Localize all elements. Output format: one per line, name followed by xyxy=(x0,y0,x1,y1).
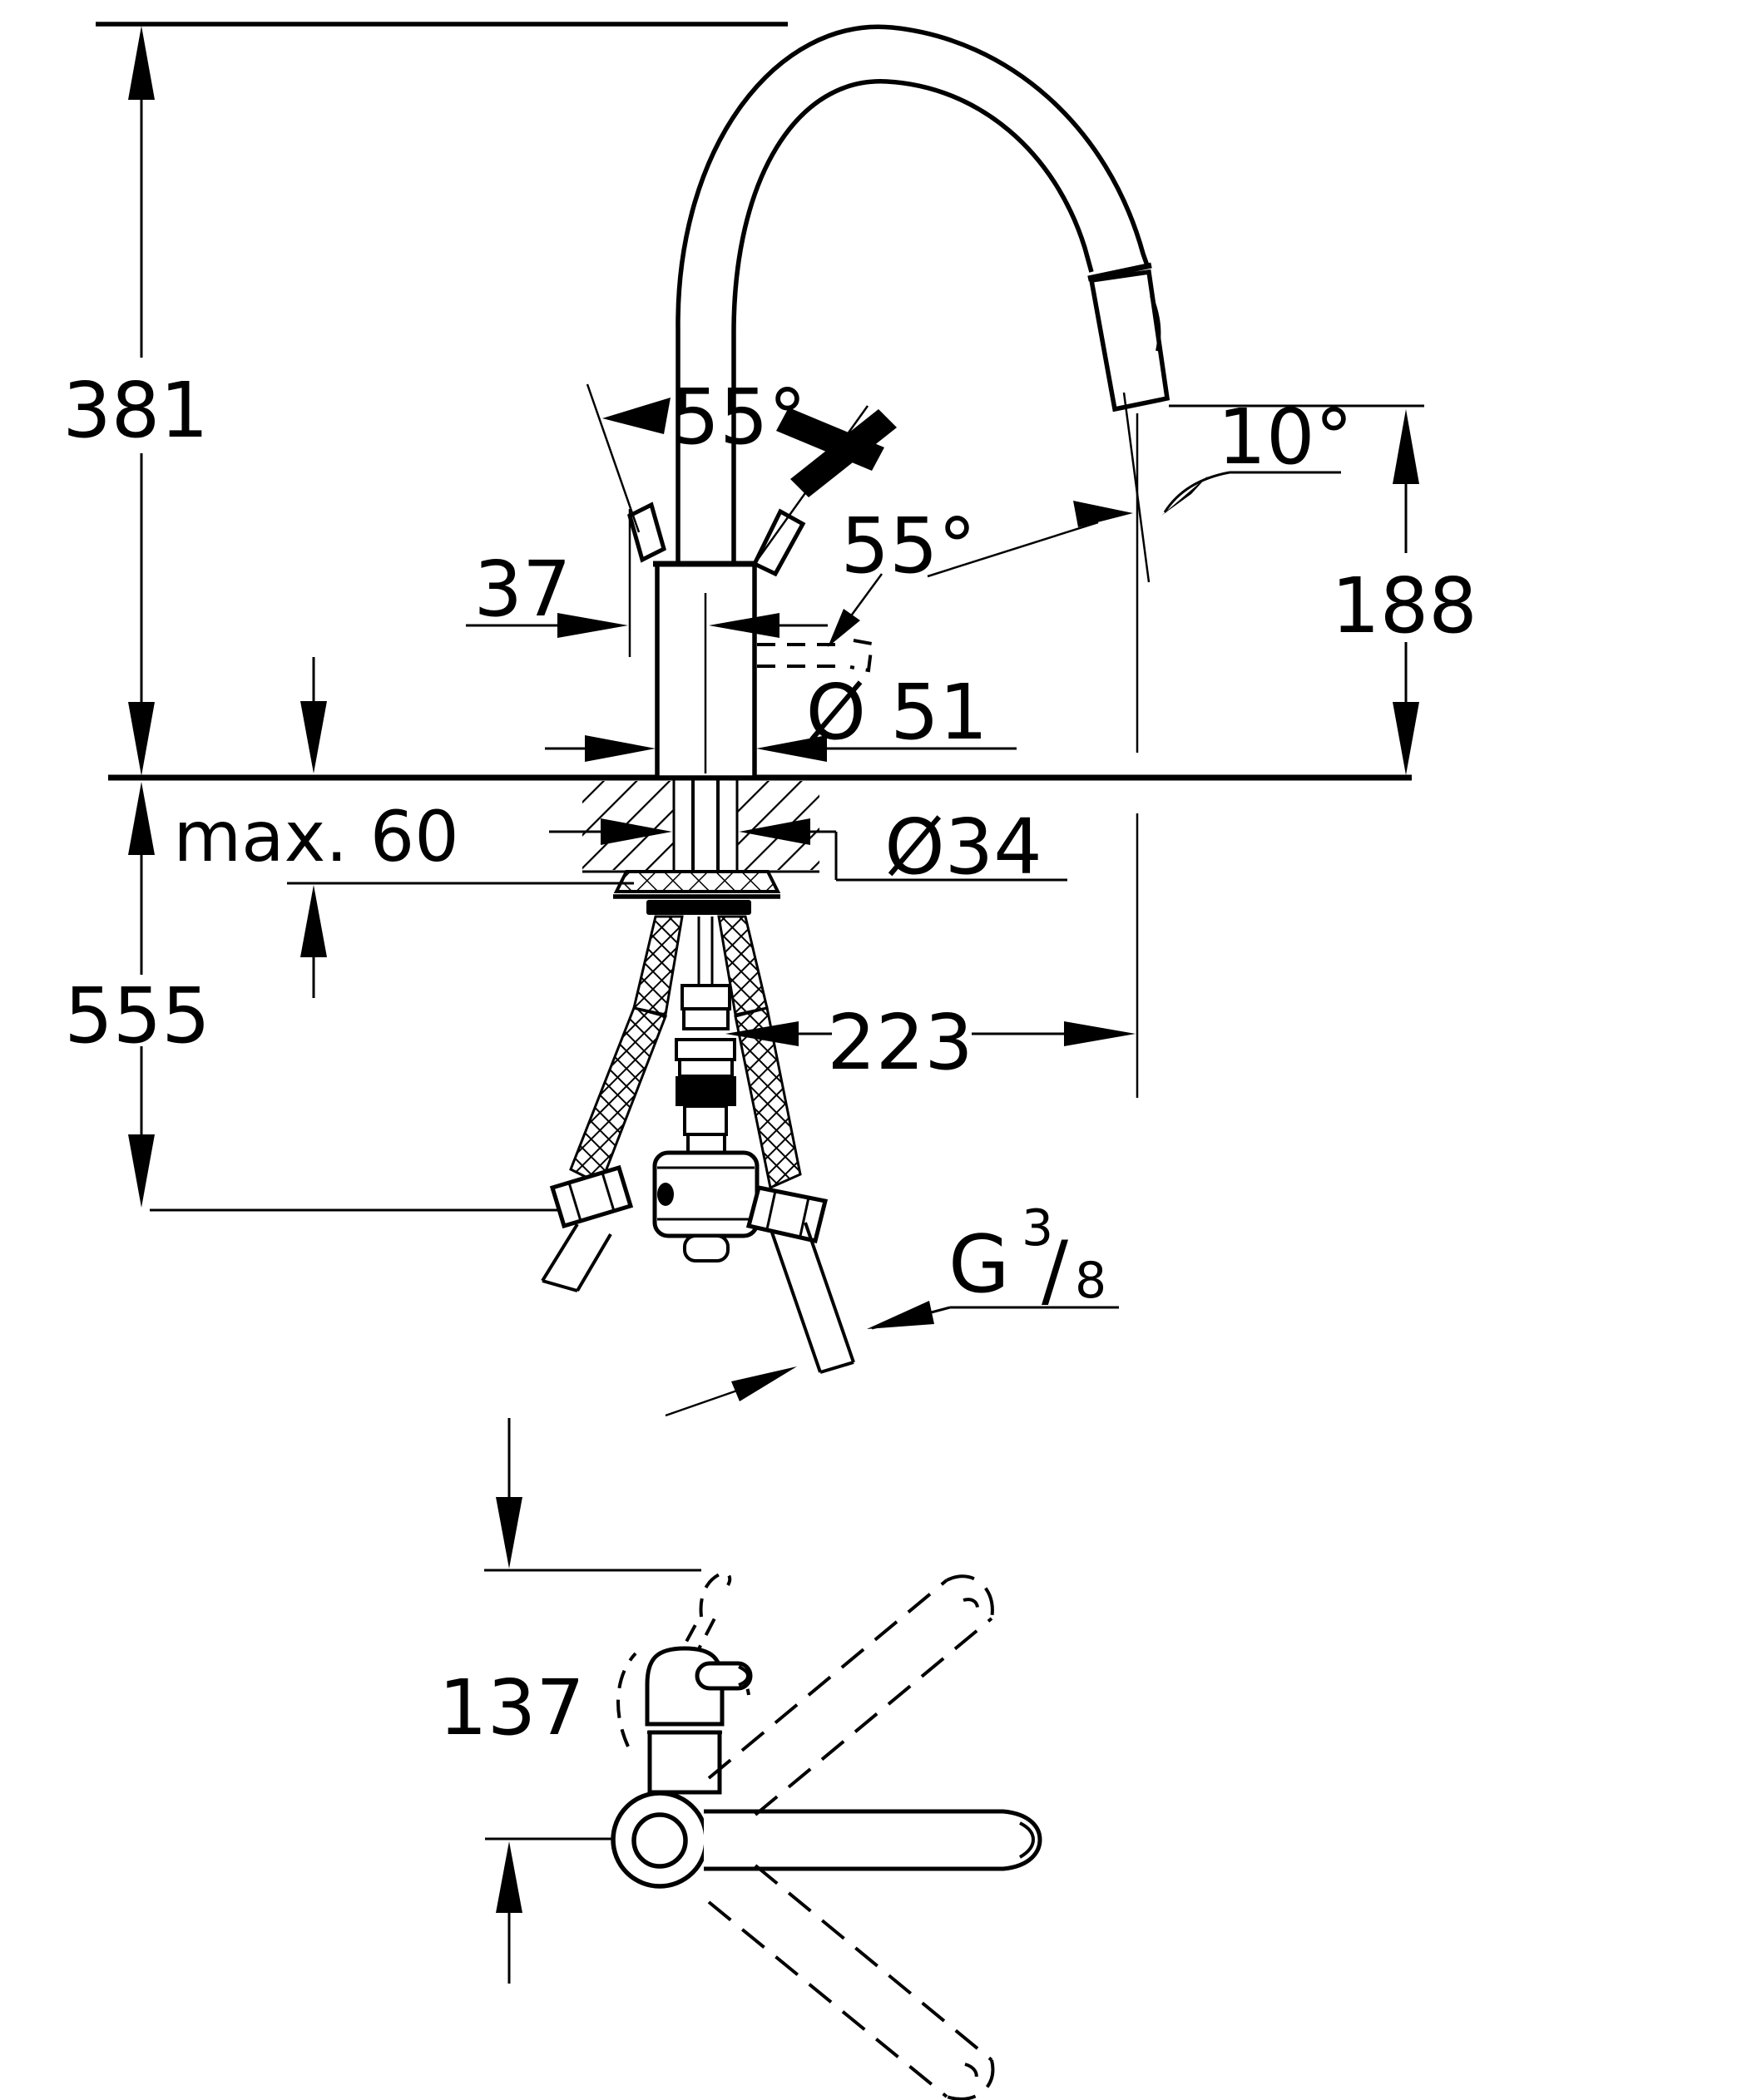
pullout-hose-connector xyxy=(675,984,736,1154)
plan-handle-dome xyxy=(645,1646,753,1795)
supply-hose-braid-left xyxy=(632,915,684,1016)
plan-view: 137 xyxy=(438,1418,1042,2100)
dim-label-55deg-side: 55° xyxy=(840,502,976,590)
check-valve xyxy=(652,1150,760,1262)
pullout-spray-head xyxy=(1088,269,1170,413)
dimension-d34: Ø34 xyxy=(549,803,1067,892)
mounting-washer xyxy=(613,870,781,893)
dimension-137: 137 xyxy=(438,1418,701,1984)
check-valve-nipple xyxy=(683,1234,730,1262)
dim-label-d51: Ø 51 xyxy=(806,668,988,757)
dim-label-10deg: 10° xyxy=(1217,393,1353,482)
dim-label-381: 381 xyxy=(62,366,209,455)
dim-label-223: 223 xyxy=(827,998,973,1087)
lever-position-dashed xyxy=(757,639,874,673)
plan-spout-solid xyxy=(704,1809,1042,1871)
dimension-55deg-top: 55° xyxy=(586,373,897,565)
plan-spout-swivel-dashed xyxy=(707,1574,995,2100)
thread-label-slash: / xyxy=(1042,1225,1068,1317)
under-counter-assembly xyxy=(541,778,855,1374)
thread-label-g: G xyxy=(948,1219,1010,1311)
thread-label-numerator: 3 xyxy=(1022,1199,1053,1258)
dim-label-max60: max. 60 xyxy=(173,796,458,877)
dimension-188: 188 xyxy=(1169,404,1477,775)
plan-lever-knob xyxy=(695,1661,753,1691)
lever-position-left xyxy=(627,502,666,563)
dim-label-37: 37 xyxy=(473,545,571,634)
dimension-55deg-side: 55° xyxy=(828,501,1133,647)
dim-label-d34: Ø34 xyxy=(884,803,1042,892)
dim-label-555: 555 xyxy=(64,971,210,1060)
dim-label-55deg-top: 55° xyxy=(671,373,806,462)
mounting-locknut xyxy=(646,900,751,915)
dimension-max60: max. 60 xyxy=(173,657,459,998)
supply-hose-left xyxy=(541,1006,668,1292)
thread-label-denominator: 8 xyxy=(1075,1252,1106,1310)
spray-head-joint xyxy=(1087,262,1152,282)
handle-levers xyxy=(627,502,874,673)
spray-axis-lines xyxy=(1122,392,1151,1098)
gooseneck-spout xyxy=(676,24,1170,564)
dim-label-188: 188 xyxy=(1331,561,1477,650)
dimension-10deg: 10° xyxy=(1161,393,1354,516)
dimension-223: 223 xyxy=(725,998,1136,1087)
lever-position-right xyxy=(751,508,806,577)
dimension-381-555: 381 555 xyxy=(62,26,210,1208)
plan-spout-aerator xyxy=(1018,1821,1036,1859)
dim-label-137: 137 xyxy=(438,1663,585,1752)
plan-spout-bore-circle xyxy=(631,1812,688,1869)
plan-body-circle xyxy=(611,1791,709,1889)
supply-hose-right xyxy=(734,1006,855,1374)
thread-callout-g38: G 3 / 8 xyxy=(665,1199,1119,1417)
dimension-37: 37 xyxy=(466,545,828,638)
dimension-d51: Ø 51 xyxy=(545,668,1017,762)
